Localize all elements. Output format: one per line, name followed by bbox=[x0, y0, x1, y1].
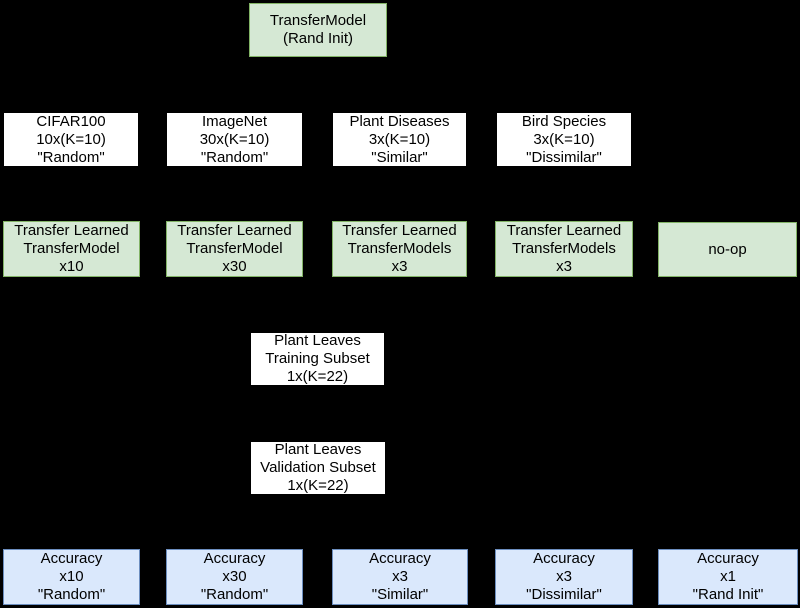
node-transfer-learned-transfermodels-similar-x3-line-1: TransferModels bbox=[347, 240, 452, 257]
node-transfer-learned-transfermodel-x10-line-1: TransferModel bbox=[23, 240, 120, 257]
node-accuracy-x30-random-line-0: Accuracy bbox=[203, 550, 266, 567]
node-accuracy-x3-similar-line-1: x3 bbox=[392, 568, 408, 585]
node-dataset-bird-species-line-1: 3x(K=10) bbox=[533, 130, 595, 148]
node-accuracy-x30-random-line-1: x30 bbox=[222, 568, 247, 585]
node-accuracy-x10-random-line-1: x10 bbox=[59, 568, 84, 585]
node-dataset-cifar100-line-1: 10x(K=10) bbox=[36, 130, 106, 148]
node-dataset-bird-species-line-2: "Dissimilar" bbox=[526, 148, 602, 166]
node-accuracy-x1-rand-init-line-0: Accuracy bbox=[697, 550, 759, 567]
node-accuracy-x3-dissimilar-line-0: Accuracy bbox=[533, 550, 595, 567]
node-accuracy-x3-similar-line-0: Accuracy bbox=[369, 550, 431, 567]
node-transfermodel-rand-init: TransferModel(Rand Init) bbox=[249, 3, 387, 57]
node-transfer-learned-transfermodels-similar-x3-line-0: Transfer Learned bbox=[342, 222, 457, 239]
node-dataset-plant-diseases-line-1: 3x(K=10) bbox=[368, 130, 431, 148]
node-transfermodel-rand-init-line-0: TransferModel bbox=[269, 12, 367, 29]
node-transfer-learned-transfermodel-x10-line-0: Transfer Learned bbox=[14, 222, 129, 239]
node-accuracy-x3-dissimilar-line-1: x3 bbox=[556, 568, 572, 585]
node-dataset-cifar100-line-0: CIFAR100 bbox=[36, 112, 106, 130]
node-transfermodel-rand-init-line-1: (Rand Init) bbox=[282, 30, 354, 47]
node-transfer-learned-transfermodel-x30-line-1: TransferModel bbox=[186, 240, 283, 257]
node-accuracy-x30-random-line-2: "Random" bbox=[200, 586, 269, 603]
node-dataset-bird-species-line-0: Bird Species bbox=[521, 112, 607, 130]
node-dataset-plant-diseases-line-0: Plant Diseases bbox=[349, 112, 450, 130]
node-transfer-learned-transfermodels-dissimilar-x3-line-0: Transfer Learned bbox=[506, 222, 622, 239]
node-transfer-learned-transfermodels-dissimilar-x3-line-2: x3 bbox=[556, 258, 572, 275]
node-plant-leaves-validation-subset-line-2: 1x(K=22) bbox=[287, 477, 349, 494]
node-dataset-plant-diseases-line-2: "Similar" bbox=[371, 148, 428, 166]
node-accuracy-x3-dissimilar-line-2: "Dissimilar" bbox=[526, 586, 602, 603]
node-accuracy-x3-similar-line-2: "Similar" bbox=[371, 586, 429, 603]
node-no-op-line-0: no-op bbox=[708, 240, 747, 258]
node-plant-leaves-training-subset-line-0: Plant Leaves bbox=[274, 332, 361, 349]
node-dataset-imagenet-line-2: "Random" bbox=[200, 148, 269, 166]
node-accuracy-x10-random-line-2: "Random" bbox=[37, 586, 106, 603]
node-transfer-learned-transfermodels-similar-x3-line-2: x3 bbox=[391, 258, 408, 275]
node-transfer-learned-transfermodel-x10-line-2: x10 bbox=[59, 258, 84, 275]
node-accuracy-x1-rand-init-line-2: "Rand Init" bbox=[692, 586, 764, 603]
node-plant-leaves-training-subset-line-2: 1x(K=22) bbox=[286, 368, 349, 385]
node-transfer-learned-transfermodel-x30-line-2: x30 bbox=[222, 258, 247, 275]
node-no-op: no-op bbox=[658, 222, 797, 277]
node-plant-leaves-validation-subset-line-0: Plant Leaves bbox=[274, 441, 362, 458]
node-dataset-imagenet-line-0: ImageNet bbox=[201, 112, 268, 130]
node-dataset-cifar100-line-2: "Random" bbox=[37, 148, 105, 166]
node-dataset-imagenet-line-1: 30x(K=10) bbox=[199, 130, 270, 148]
node-transfer-learned-transfermodels-dissimilar-x3-line-1: TransferModels bbox=[512, 240, 616, 257]
node-transfer-learned-transfermodel-x30-line-0: Transfer Learned bbox=[177, 222, 292, 239]
node-accuracy-x10-random-line-0: Accuracy bbox=[40, 550, 103, 567]
node-plant-leaves-validation-subset-line-1: Validation Subset bbox=[260, 459, 376, 476]
node-accuracy-x1-rand-init-line-1: x1 bbox=[720, 568, 736, 585]
node-plant-leaves-training-subset-line-1: Training Subset bbox=[265, 350, 370, 367]
